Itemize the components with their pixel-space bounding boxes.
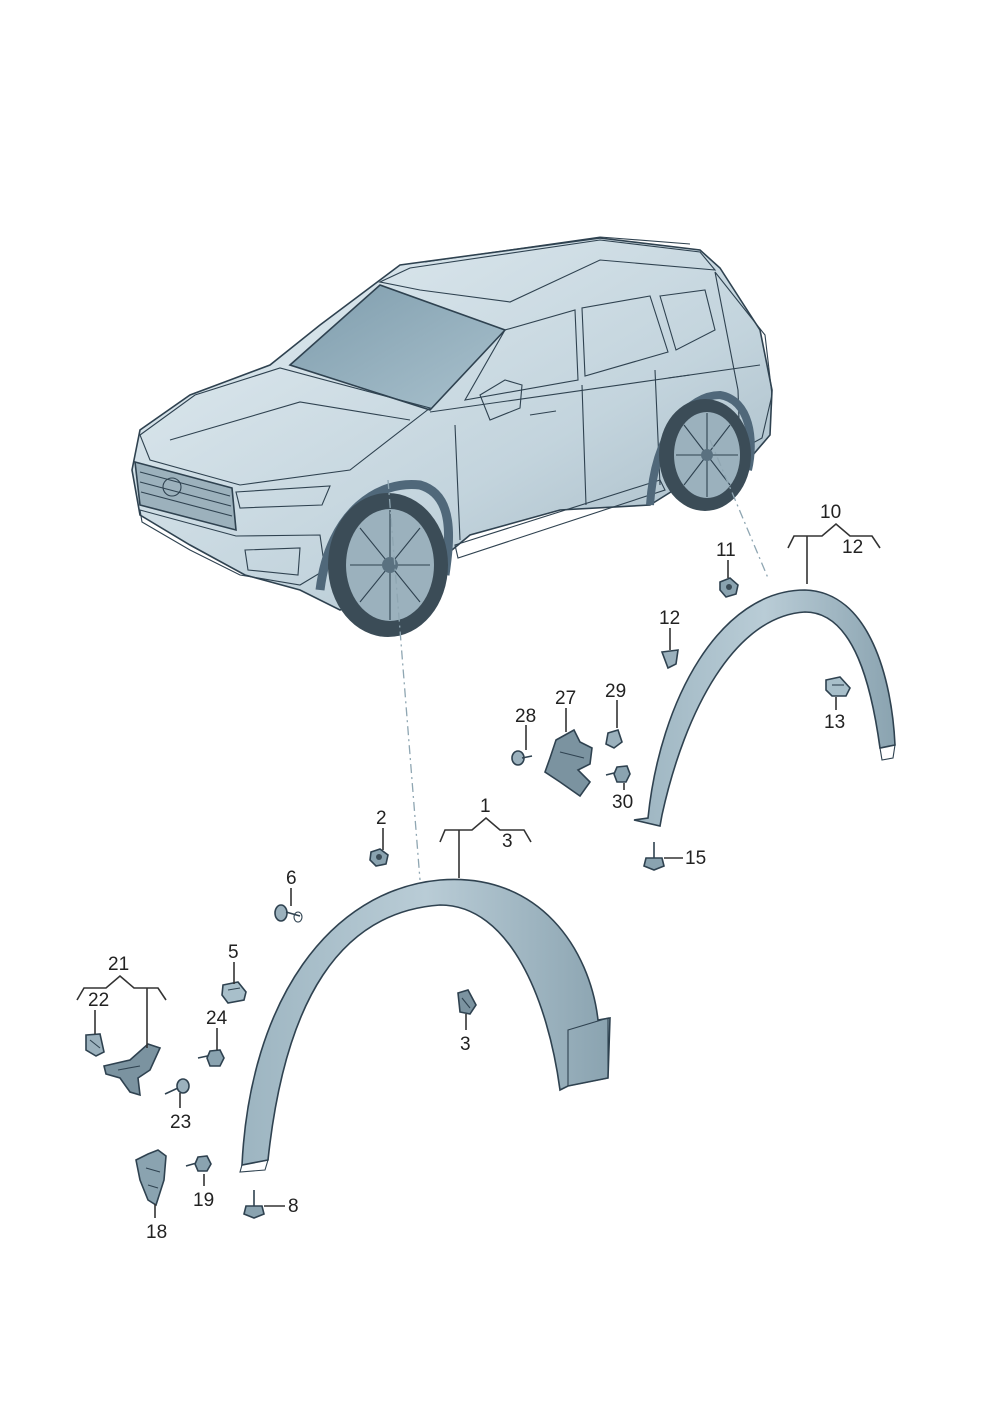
callout-8: 8	[288, 1196, 299, 1217]
callout-27: 27	[555, 688, 576, 709]
callout-2: 2	[376, 808, 387, 829]
callout-labels: 1 3 2 6 5 3 24 21 22 23 19 18 8 10 12 11…	[88, 502, 863, 1243]
bolt-part-30-icon	[605, 765, 631, 783]
leader-lines	[76, 522, 881, 1218]
bracket-part-27-icon	[544, 728, 593, 798]
callout-15: 15	[685, 848, 706, 869]
front-wheel-arch-trim-icon	[239, 878, 611, 1173]
callout-23: 23	[170, 1112, 191, 1133]
callout-12: 12	[659, 608, 680, 629]
nut-part-11-icon	[719, 577, 739, 598]
clip-part-29-icon	[605, 729, 623, 749]
rivet-part-23-icon	[164, 1078, 190, 1095]
clip-part-5-icon	[221, 981, 247, 1004]
callout-18: 18	[146, 1222, 167, 1243]
callout-6: 6	[286, 868, 297, 889]
callout-12-bracket: 12	[842, 537, 863, 558]
rear-wheel-arch-trim-icon	[633, 589, 896, 827]
callout-19: 19	[193, 1190, 214, 1211]
callout-13: 13	[824, 712, 845, 733]
bracket-part-21-icon	[103, 1043, 162, 1097]
callout-1: 1	[480, 796, 491, 817]
callout-29: 29	[605, 681, 626, 702]
callout-3-bracket: 3	[502, 831, 513, 852]
bolt-part-19-icon	[185, 1155, 212, 1172]
clip-part-22-icon	[85, 1033, 105, 1057]
bolt-part-24-icon	[197, 1049, 225, 1067]
bolt-part-15-icon	[643, 842, 665, 871]
expanding-rivet-part-6-icon	[274, 904, 303, 923]
nut-part-2-icon	[369, 848, 389, 867]
suv-illustration-icon	[131, 236, 773, 637]
bolt-part-8-icon	[243, 1190, 265, 1219]
callout-24: 24	[206, 1008, 228, 1029]
callout-21: 21	[108, 954, 129, 975]
clip-part-13-icon	[825, 676, 851, 697]
rivet-part-28-icon	[511, 750, 533, 766]
callout-5: 5	[228, 942, 239, 963]
rear-arch-reference-line	[709, 439, 769, 579]
callout-11: 11	[716, 540, 736, 561]
callout-10: 10	[820, 502, 841, 523]
callout-22: 22	[88, 990, 109, 1011]
clip-part-3-icon	[457, 989, 477, 1015]
callout-30: 30	[612, 792, 633, 813]
callout-28: 28	[515, 706, 536, 727]
spring-nut-part-12-icon	[660, 649, 679, 670]
callout-3: 3	[460, 1034, 471, 1055]
bracket-part-18-icon	[135, 1149, 167, 1207]
